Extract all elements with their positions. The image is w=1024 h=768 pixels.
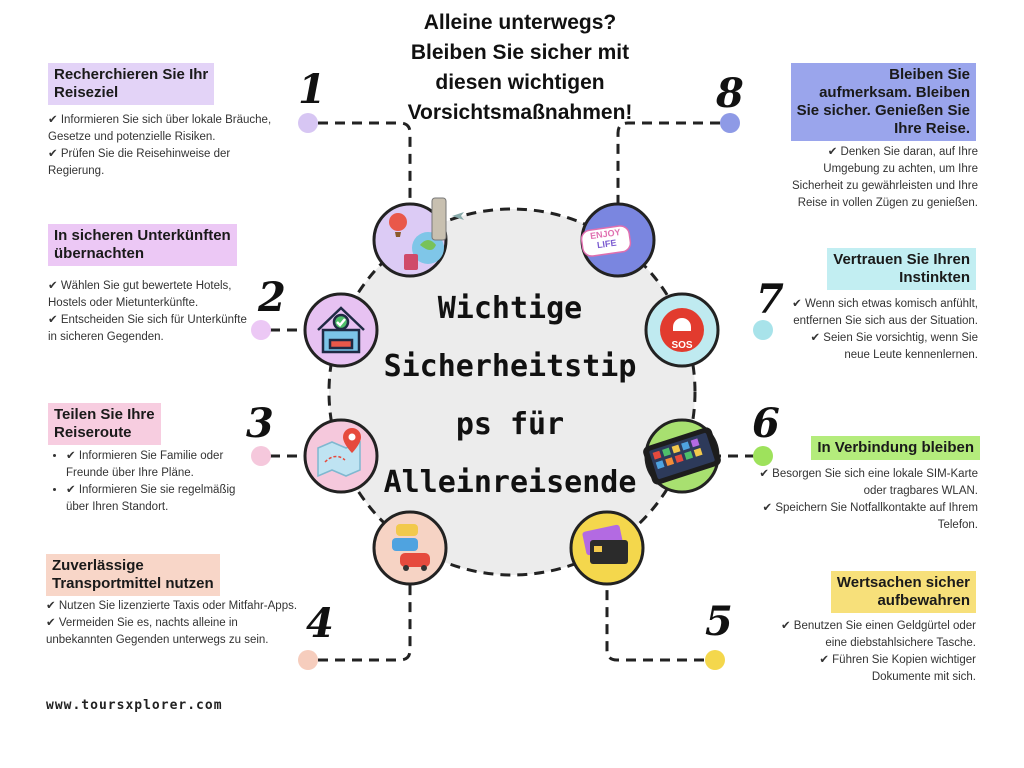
dot-5 bbox=[705, 650, 725, 670]
tip-number-5: 5 bbox=[705, 598, 733, 645]
tip-number-2: 2 bbox=[258, 274, 286, 321]
tip-8-text: ✔ Denken Sie daran, auf Ihre Umgebung zu… bbox=[791, 146, 978, 209]
website-footer: www.toursxplorer.com bbox=[46, 698, 223, 713]
dot-7 bbox=[753, 320, 773, 340]
node-3 bbox=[303, 418, 379, 494]
tip-4-text: ✔ Nutzen Sie lizenzierte Taxis oder Mitf… bbox=[46, 600, 298, 646]
dot-6 bbox=[753, 446, 773, 466]
tip-8-heading: Bleiben Sie aufmerksam. Bleiben Sie sich… bbox=[790, 63, 976, 141]
center-circle bbox=[327, 207, 697, 577]
wallet-cards-icon bbox=[582, 524, 628, 564]
dot-2 bbox=[251, 320, 271, 340]
node-1 bbox=[372, 197, 464, 278]
travel-landmarks-icon bbox=[389, 197, 464, 270]
enjoy-life-icon bbox=[580, 225, 632, 257]
node-4 bbox=[372, 510, 448, 586]
tip-2-heading: In sicheren Unterkünften übernachten bbox=[48, 224, 237, 266]
cars-icon bbox=[392, 524, 430, 571]
tip-2-text: ✔ Wählen Sie gut bewertete Hotels, Hoste… bbox=[48, 280, 247, 343]
tip-4-heading: Zuverlässige Transportmittel nutzen bbox=[46, 554, 220, 596]
tip-7-text: ✔ Wenn sich etwas komisch anfühlt, entfe… bbox=[792, 298, 978, 361]
node-5 bbox=[569, 510, 645, 586]
tip-number-6: 6 bbox=[752, 400, 780, 447]
tip-number-8: 8 bbox=[716, 70, 744, 117]
sos-alarm-icon bbox=[660, 308, 704, 352]
tip-number-4: 4 bbox=[306, 600, 334, 647]
tip-number-1: 1 bbox=[298, 66, 326, 113]
connector-8 bbox=[616, 121, 720, 205]
tip-5-text: ✔ Benutzen Sie einen Geldgürtel oder ein… bbox=[780, 620, 976, 683]
tip-5-heading: Wertsachen sicher aufbewahren bbox=[830, 571, 976, 613]
dot-3 bbox=[251, 446, 271, 466]
dot-4 bbox=[298, 650, 318, 670]
tip-7-heading: Vertrauen Sie Ihren Instinkten bbox=[827, 248, 976, 290]
tip-1-text: ✔ Informieren Sie sich über lokale Bräuc… bbox=[48, 114, 272, 177]
tip-6-text: ✔ Besorgen Sie sich eine lokale SIM-Kart… bbox=[759, 468, 978, 531]
connector-1 bbox=[318, 121, 412, 205]
node-8 bbox=[580, 202, 656, 278]
dot-8 bbox=[720, 113, 740, 133]
tip-number-3: 3 bbox=[246, 400, 274, 447]
tip-1-heading: Recherchieren Sie Ihr Reiseziel bbox=[48, 63, 215, 105]
node-2 bbox=[303, 292, 379, 368]
dot-1 bbox=[298, 113, 318, 133]
node-6 bbox=[643, 418, 721, 494]
smartphone-icon bbox=[643, 427, 721, 485]
tip-3-heading: Teilen Sie Ihre Reiseroute bbox=[48, 403, 161, 445]
connector-4 bbox=[318, 585, 412, 662]
sos-label: SOS bbox=[671, 340, 693, 351]
tip-number-7: 7 bbox=[756, 276, 784, 323]
page-title: Alleine unterwegs? Bleiben Sie sicher mi… bbox=[407, 11, 633, 124]
tip-6-heading: In Verbindung bleiben bbox=[811, 436, 980, 460]
connector-5 bbox=[605, 585, 704, 662]
map-pin-icon bbox=[317, 428, 361, 478]
node-7 bbox=[644, 292, 720, 368]
safe-house-icon bbox=[317, 306, 365, 354]
center-title: Wichtige Sicherheitstip ps für Alleinrei… bbox=[383, 291, 637, 500]
